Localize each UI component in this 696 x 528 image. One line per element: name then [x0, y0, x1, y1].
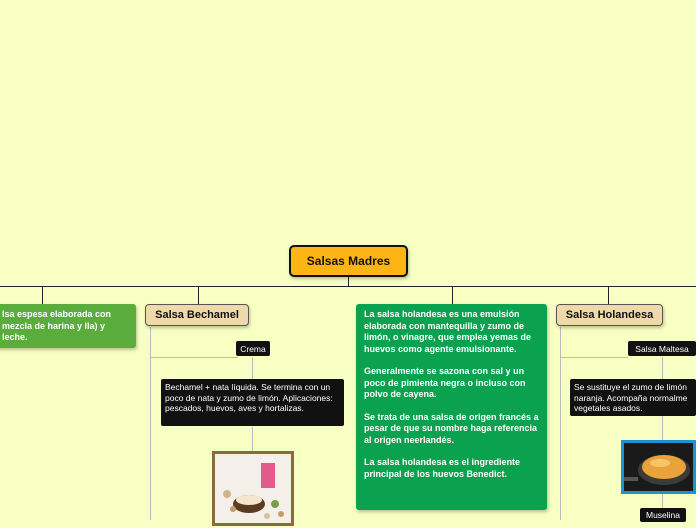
sauce-bowl-photo-icon: [624, 443, 693, 491]
left-green-node[interactable]: lsa espesa elaborada con mezcla de harin…: [0, 304, 136, 348]
connector: [662, 357, 663, 379]
bechamel-node[interactable]: Salsa Bechamel: [145, 304, 249, 326]
crema-text-node[interactable]: Bechamel + nata líquida. Se termina con …: [161, 379, 344, 426]
holandesa-image[interactable]: [621, 440, 696, 494]
connector: [608, 286, 609, 304]
crema-text: Bechamel + nata líquida. Se termina con …: [165, 382, 333, 413]
connector: [560, 357, 628, 358]
connector: [662, 494, 663, 508]
root-node[interactable]: Salsas Madres: [289, 245, 408, 277]
description-paragraph: La salsa holandesa es una emulsión elabo…: [364, 309, 532, 354]
connector: [150, 327, 151, 520]
description-paragraph: La salsa holandesa es el ingrediente pri…: [364, 457, 521, 479]
connector: [662, 416, 663, 440]
connector: [252, 357, 253, 379]
left-green-text: lsa espesa elaborada con mezcla de harin…: [2, 309, 112, 342]
maltesa-text: Se sustituye el zumo de limón naranja. A…: [574, 382, 688, 413]
crema-node[interactable]: Crema: [236, 341, 270, 356]
maltesa-text-node[interactable]: Se sustituye el zumo de limón naranja. A…: [570, 379, 696, 416]
connector: [198, 286, 199, 304]
muselina-node[interactable]: Muselina: [640, 508, 686, 522]
bechamel-image[interactable]: [212, 451, 294, 526]
description-paragraph: Se trata de una salsa de origen francés …: [364, 411, 539, 445]
holandesa-node[interactable]: Salsa Holandesa: [556, 304, 663, 326]
connector: [150, 357, 238, 358]
holandesa-description-node[interactable]: La salsa holandesa es una emulsión elabo…: [356, 304, 547, 510]
connector: [42, 286, 43, 304]
connector: [0, 286, 696, 287]
bowl-with-ingredients-photo-icon: [215, 454, 291, 523]
connector: [348, 277, 349, 286]
connector: [252, 427, 253, 451]
connector: [452, 286, 453, 304]
maltesa-node[interactable]: Salsa Maltesa: [628, 341, 696, 356]
description-paragraph: Generalmente se sazona con sal y un poco…: [364, 366, 526, 399]
connector: [560, 327, 561, 520]
